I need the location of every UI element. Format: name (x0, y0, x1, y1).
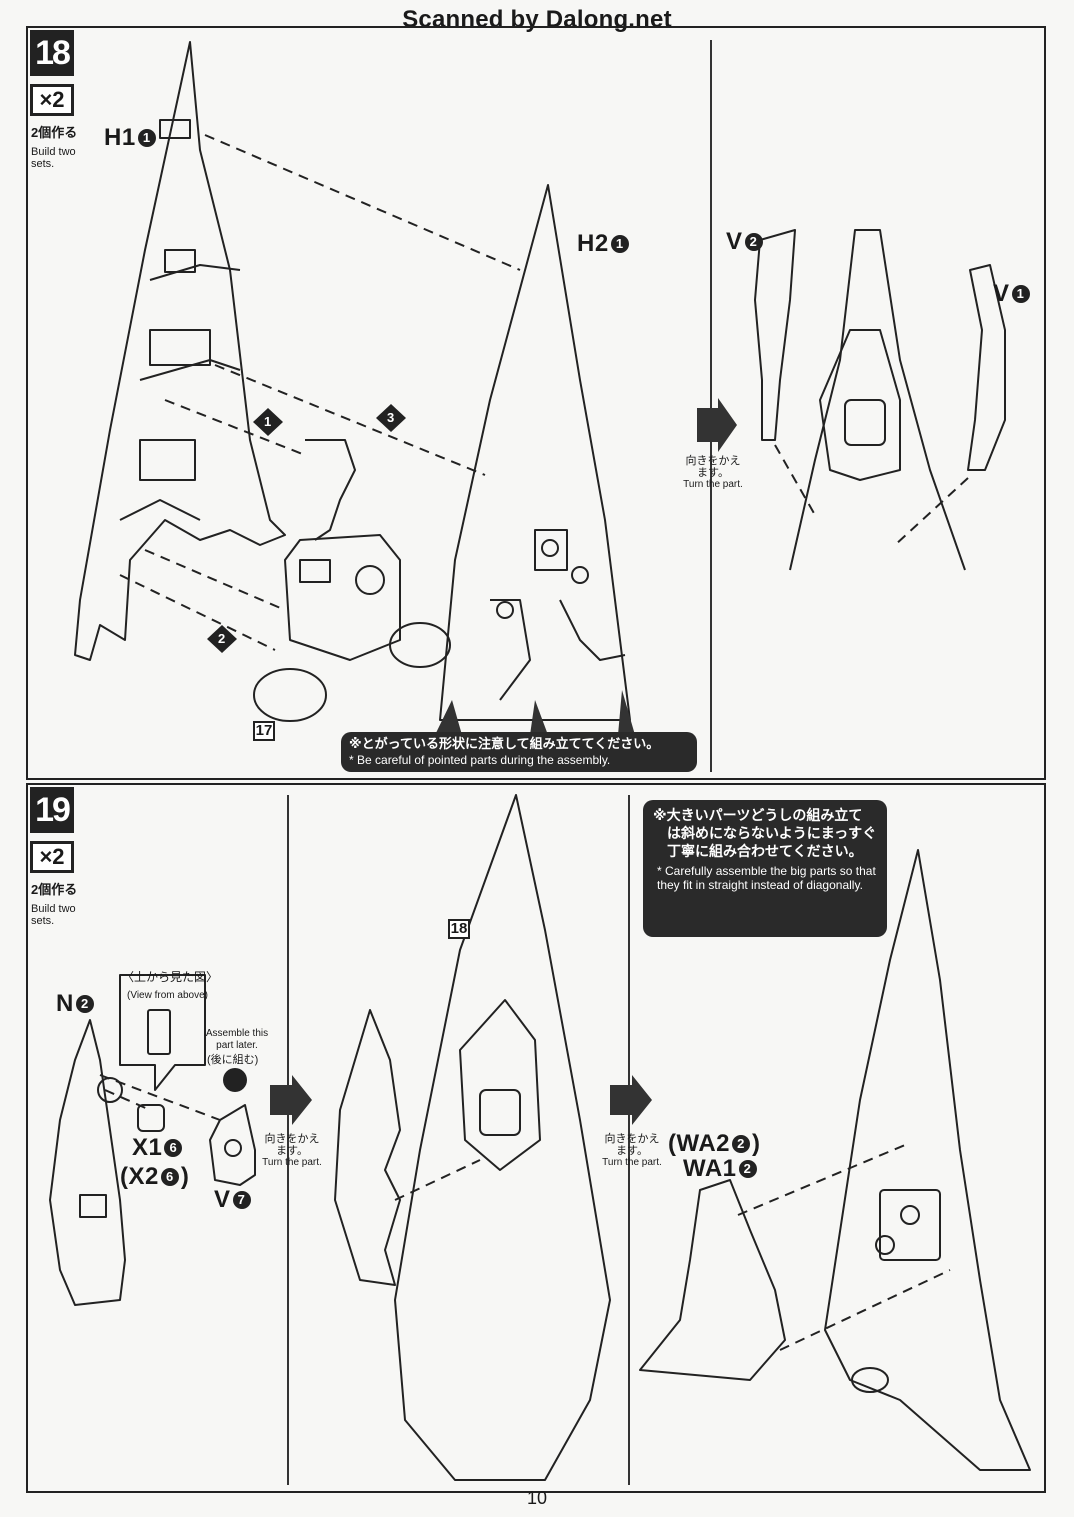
step-19-number: 19 (30, 787, 74, 833)
step-19-turn-note-a: 向きをかえます。 Turn the part. (262, 1133, 322, 1168)
turn-arrow-18 (697, 398, 737, 452)
x1-part (137, 1104, 165, 1132)
step-18-number: 18 (30, 30, 74, 76)
wa-part (639, 1179, 786, 1381)
step-18-caution-jp: ※とがっている形状に注意して組み立ててください。 (349, 736, 660, 751)
turn-arrow-19b (610, 1075, 652, 1125)
step-19-multiplier: ×2 (30, 841, 74, 873)
step-19-panel (26, 783, 1046, 1493)
assemble-later-jp: (後に組む) (207, 1054, 259, 1066)
v2-part (754, 229, 796, 441)
step-19-divider-left (287, 795, 289, 1485)
view-from-above-jp: 〈上から見た図〉 (122, 970, 219, 984)
order-marker-2: 2 (218, 631, 226, 646)
h1-shell-part (74, 41, 286, 661)
side-panel-part (334, 1009, 401, 1286)
step-19-body-assembly (394, 794, 611, 1481)
step-18-multiplier: ×2 (30, 84, 74, 116)
step-18-note-en: Build two sets. (31, 146, 76, 170)
step-18-divider (710, 40, 712, 772)
step-19-divider-right (628, 795, 630, 1485)
step-19-final-assembly (824, 849, 1031, 1471)
h2-shell-part (439, 184, 631, 721)
v1-part (967, 264, 1006, 471)
step-19-turn-note-b: 向きをかえます。 Turn the part. (602, 1133, 662, 1168)
view-from-above-bubble (119, 974, 206, 1091)
order-marker-3: 3 (387, 410, 395, 425)
step-19-caution-callout: ※大きいパーツどうしの組み立て は斜めにならないようにまっすぐ 丁寧に組み合わせ… (643, 800, 887, 937)
step-18-panel (26, 26, 1046, 780)
view-from-above-en: (View from above) (127, 990, 208, 1001)
step-18-ref-17: 17 (253, 721, 275, 741)
step-18-note-jp: 2個作る (31, 125, 78, 140)
n2-part (49, 1019, 126, 1306)
thruster-hose-part (253, 439, 451, 722)
page-number: 10 (526, 1488, 548, 1508)
assemble-later-en: Assemble this part later. (205, 1028, 269, 1051)
step-19-note-en: Build two sets. (31, 903, 76, 927)
step-19-ref-18: 18 (448, 919, 470, 939)
scan-credit-title: Scanned by Dalong.net (402, 6, 672, 33)
v7-part (209, 1104, 256, 1186)
step-18-right-inset (754, 229, 1006, 571)
order-markers (207, 404, 406, 1092)
step-18-turn-note: 向きをかえます。 Turn the part. (683, 455, 743, 490)
order-marker-1: 1 (264, 414, 272, 429)
turn-arrow-19a (270, 1075, 312, 1125)
step-19-note-jp: 2個作る (31, 882, 78, 897)
step-18-caution-en: * Be careful of pointed parts during the… (349, 753, 611, 767)
step-18-caution-callout: ※とがっている形状に注意して組み立ててください。 * Be careful of… (341, 732, 697, 772)
